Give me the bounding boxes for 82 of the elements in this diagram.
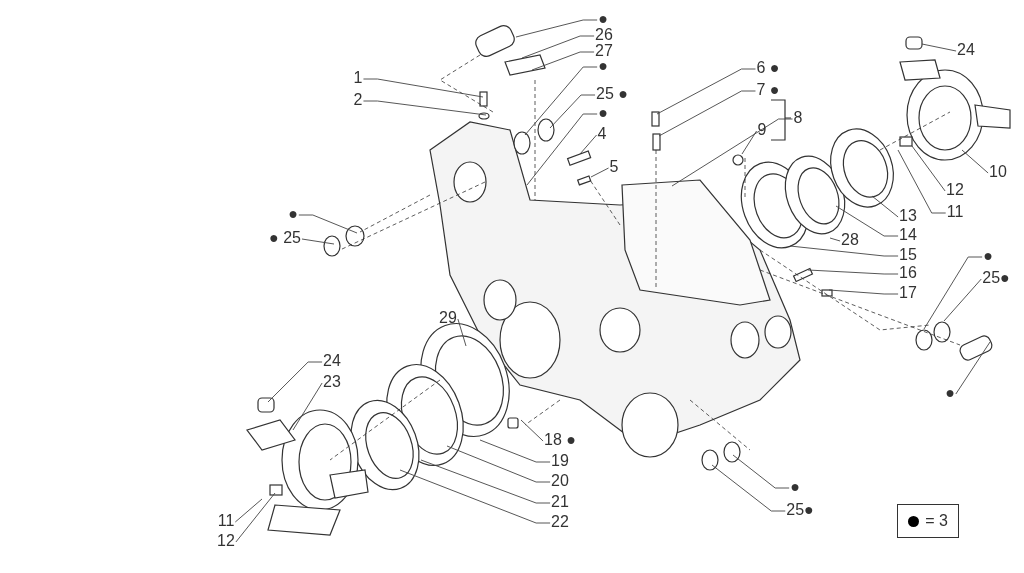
leader-line (549, 94, 596, 129)
callout-number: 20 (551, 472, 569, 490)
leader-line (897, 149, 947, 214)
callout-number: 11 (946, 203, 964, 221)
leader-line (789, 245, 899, 257)
leader-line (656, 68, 756, 115)
leader-line (363, 100, 487, 116)
callout-number: 13 (899, 207, 917, 225)
callout-number: 27 (595, 42, 613, 60)
leader-line (399, 469, 551, 524)
callout-number: 11 (217, 512, 235, 530)
leader-line (526, 113, 598, 186)
callout-number: 28 (841, 231, 859, 249)
leader-line (711, 464, 786, 512)
callout-number: 14 (899, 226, 917, 244)
leader-line (579, 134, 597, 155)
leader-line (732, 454, 790, 489)
legend-text: = 3 (925, 512, 948, 530)
callout-number: ● (945, 384, 955, 402)
callout-number: ● (598, 57, 608, 75)
leader-line (515, 19, 598, 38)
leader-line (658, 90, 756, 137)
callout-number: 8 (793, 109, 803, 127)
leader-line (298, 214, 358, 234)
callout-number: 18 ● (544, 431, 576, 449)
callout-number: 5 (609, 158, 619, 176)
callout-number: 21 (551, 493, 569, 511)
callout-number: 23 (323, 373, 341, 391)
leader-line (923, 256, 983, 330)
leader-line (363, 78, 484, 98)
callout-number: ● (598, 104, 608, 122)
leader-line (829, 237, 841, 242)
leader-line (921, 43, 957, 52)
leader-line (267, 361, 323, 403)
leader-line (479, 439, 551, 463)
callout-number: 10 (989, 163, 1007, 181)
callout-number: 12 (946, 181, 964, 199)
leader-line (943, 278, 982, 322)
leader-line (671, 118, 793, 187)
callout-number: 17 (899, 284, 917, 302)
leader-line (524, 66, 598, 136)
callout-number: ● (983, 247, 993, 265)
leader-line (301, 238, 335, 245)
callout-number: 25● (982, 269, 1010, 287)
leader-line (741, 130, 757, 155)
leader-line (446, 445, 551, 483)
leader-line (911, 145, 946, 192)
leader-line (234, 498, 263, 523)
callout-number: ● (288, 205, 298, 223)
leader-line (807, 269, 899, 275)
callout-number: 12 (217, 532, 235, 550)
leader-line (955, 341, 991, 395)
callout-number: 19 (551, 452, 569, 470)
callout-number: ● (598, 10, 608, 28)
leader-line (521, 35, 595, 59)
callout-number: 24 (323, 352, 341, 370)
leader-line (235, 492, 276, 543)
leader-line (835, 205, 899, 237)
leader-line (520, 419, 544, 442)
callout-number: 25● (786, 501, 814, 519)
leader-line (590, 167, 609, 178)
leader-line (457, 318, 467, 347)
callout-number: 4 (597, 125, 607, 143)
callout-number: 22 (551, 513, 569, 531)
callout-number: 29 (439, 309, 457, 327)
callout-number: 2 (353, 91, 363, 109)
callout-number: 6 ● (756, 59, 780, 77)
callout-number: 15 (899, 246, 917, 264)
callout-number: ● 25 (269, 229, 301, 247)
leader-line (420, 459, 551, 504)
leader-line (961, 149, 989, 174)
callout-number: 1 (353, 69, 363, 87)
callout-number: 16 (899, 264, 917, 282)
callout-number: 24 (957, 41, 975, 59)
callout-number: ● (790, 478, 800, 496)
leader-line (292, 382, 323, 431)
callout-number: 7 ● (756, 81, 780, 99)
leader-line (828, 289, 899, 295)
leader-line (871, 195, 899, 218)
callout-number: 26 (595, 26, 613, 44)
leader-line (531, 51, 595, 71)
callout-number: 25 ● (596, 85, 628, 103)
